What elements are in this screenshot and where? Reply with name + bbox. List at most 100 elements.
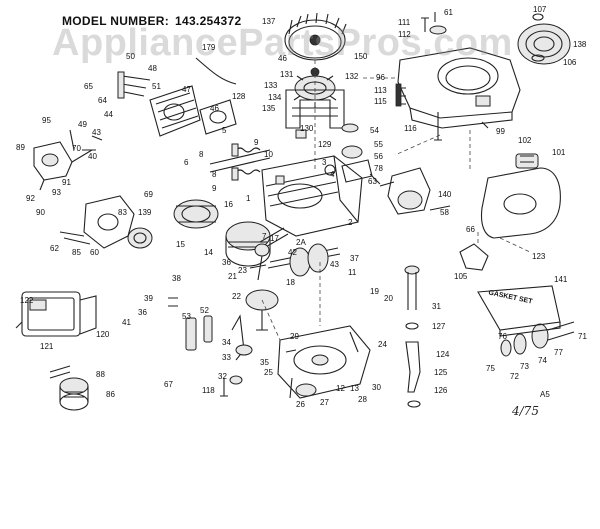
callout-label: 113 — [374, 86, 387, 95]
callout-label: 16 — [224, 200, 233, 209]
callout-label: 111 — [398, 18, 411, 27]
callout-label: 14 — [204, 248, 213, 257]
flywheel-part — [284, 12, 347, 61]
callout-label: 4 — [330, 170, 335, 179]
callout-label: 179 — [202, 43, 216, 52]
callout-label: 47 — [182, 85, 191, 94]
callout-label: 24 — [378, 340, 387, 349]
model-number-value: 143.254372 — [175, 14, 242, 28]
callout-label: 13 — [350, 384, 359, 393]
callout-label: 116 — [404, 124, 417, 133]
callout-label: 32 — [218, 372, 227, 381]
callout-label: 39 — [144, 294, 153, 303]
callout-label: 70 — [72, 144, 81, 153]
callout-label: 96 — [376, 73, 385, 82]
callout-label: 71 — [578, 332, 587, 341]
callout-label: 74 — [538, 356, 547, 365]
callout-label: 91 — [62, 178, 71, 187]
callout-label: 37 — [350, 254, 359, 263]
callout-label: 34 — [222, 338, 231, 347]
callout-label: 124 — [436, 350, 450, 359]
crankcase-sump-part — [277, 325, 371, 399]
callout-label: 127 — [432, 322, 446, 331]
callout-label: 125 — [434, 368, 448, 377]
callout-label: 132 — [345, 72, 359, 81]
callout-label: 76 — [498, 332, 507, 341]
callout-label: 131 — [280, 70, 294, 79]
callout-label: 85 — [72, 248, 81, 257]
callout-label: 115 — [374, 97, 387, 106]
callout-label: 88 — [96, 370, 105, 379]
callout-label: 62 — [50, 244, 59, 253]
callout-label: 2A — [296, 238, 306, 247]
callout-label: 66 — [466, 225, 475, 234]
callout-label: 99 — [496, 127, 505, 136]
callout-label: 46 — [278, 54, 287, 63]
callout-label: 2 — [348, 218, 353, 227]
callout-label: 20 — [384, 294, 393, 303]
callout-label: 42 — [288, 248, 297, 257]
callout-label: 27 — [320, 398, 329, 407]
callout-label: 78 — [374, 164, 383, 173]
callout-label: 31 — [432, 302, 441, 311]
callout-label: 105 — [454, 272, 468, 281]
callout-label: 95 — [42, 116, 51, 125]
output-shaft-parts — [500, 321, 575, 357]
fuel-filter-part — [49, 365, 89, 411]
callout-label: 22 — [232, 292, 241, 301]
callout-label: 135 — [262, 104, 276, 113]
gasket-set-card — [477, 285, 561, 337]
callout-label: 63 — [368, 177, 377, 186]
callout-label: 9 — [212, 184, 217, 193]
callout-label: 75 — [486, 364, 495, 373]
callout-label: 86 — [106, 390, 115, 399]
callout-label: 60 — [90, 248, 99, 257]
callout-label: 17 — [270, 234, 279, 243]
callout-label: 69 — [144, 190, 153, 199]
callout-label: 19 — [370, 287, 379, 296]
model-number-label: MODEL NUMBER: — [62, 14, 170, 28]
callout-label: 54 — [370, 126, 379, 135]
callout-label: 18 — [286, 278, 295, 287]
callout-label: 23 — [238, 266, 247, 275]
callout-label: 141 — [554, 275, 568, 284]
housing-screws-part — [395, 12, 489, 141]
callout-label: 92 — [26, 194, 35, 203]
callout-label: 90 — [36, 208, 45, 217]
callout-label: 140 — [438, 190, 452, 199]
callout-label: 49 — [78, 120, 87, 129]
callout-label: 10 — [264, 150, 273, 159]
cylinder-head-part — [149, 85, 201, 137]
callout-label: 21 — [228, 272, 237, 281]
callout-label: 133 — [264, 81, 278, 90]
callout-label: 28 — [358, 395, 367, 404]
callout-label: 58 — [440, 208, 449, 217]
intake-manifold-part — [173, 199, 219, 229]
camshaft-gear-part — [245, 289, 279, 331]
callout-label: 43 — [92, 128, 101, 137]
callout-label: 102 — [518, 136, 532, 145]
handwritten-note: 4/75 — [512, 404, 539, 418]
callout-label: 118 — [202, 386, 215, 395]
linkage-rod-part — [195, 57, 237, 85]
callout-label: 40 — [88, 152, 97, 161]
callout-label: 8 — [199, 150, 204, 159]
governor-bracket-part — [379, 167, 451, 215]
callout-label: 150 — [354, 52, 368, 61]
crankshaft-part — [249, 243, 341, 281]
callout-label: 29 — [290, 332, 299, 341]
callout-label: 106 — [563, 58, 577, 67]
callout-label: 35 — [260, 358, 269, 367]
callout-label: 41 — [122, 318, 131, 327]
callout-label: 12 — [336, 384, 345, 393]
callout-label: 77 — [554, 348, 563, 357]
callout-label: 61 — [444, 8, 453, 17]
callout-label: 38 — [172, 274, 181, 283]
piston-part — [225, 221, 271, 267]
callout-label: 46 — [210, 104, 219, 113]
callout-label: 52 — [200, 306, 209, 315]
callout-label: 83 — [118, 208, 127, 217]
callout-label: 36 — [138, 308, 147, 317]
